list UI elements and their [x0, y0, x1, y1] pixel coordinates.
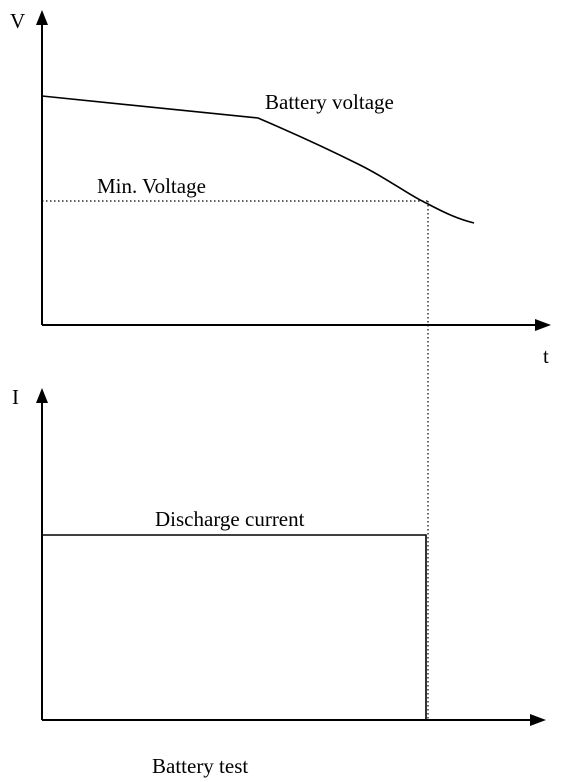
voltage-x-axis-arrow [535, 319, 551, 331]
min-voltage-label: Min. Voltage [97, 174, 206, 198]
voltage-axis-label: V [10, 9, 25, 33]
current-y-axis-arrow [36, 388, 48, 403]
current-x-axis-arrow [530, 714, 546, 726]
current-axis-label: I [12, 385, 19, 409]
time-axis-label: t [543, 344, 549, 368]
battery-voltage-curve [41, 95, 475, 224]
current-plot: I Discharge current [12, 385, 546, 726]
voltage-plot: V t Battery voltage Min. Voltage [10, 9, 551, 368]
voltage-y-axis-arrow [36, 10, 48, 25]
discharge-current-curve [42, 534, 427, 720]
battery-voltage-label: Battery voltage [265, 90, 394, 114]
diagram-caption: Battery test [152, 754, 248, 778]
discharge-current-label: Discharge current [155, 507, 305, 531]
